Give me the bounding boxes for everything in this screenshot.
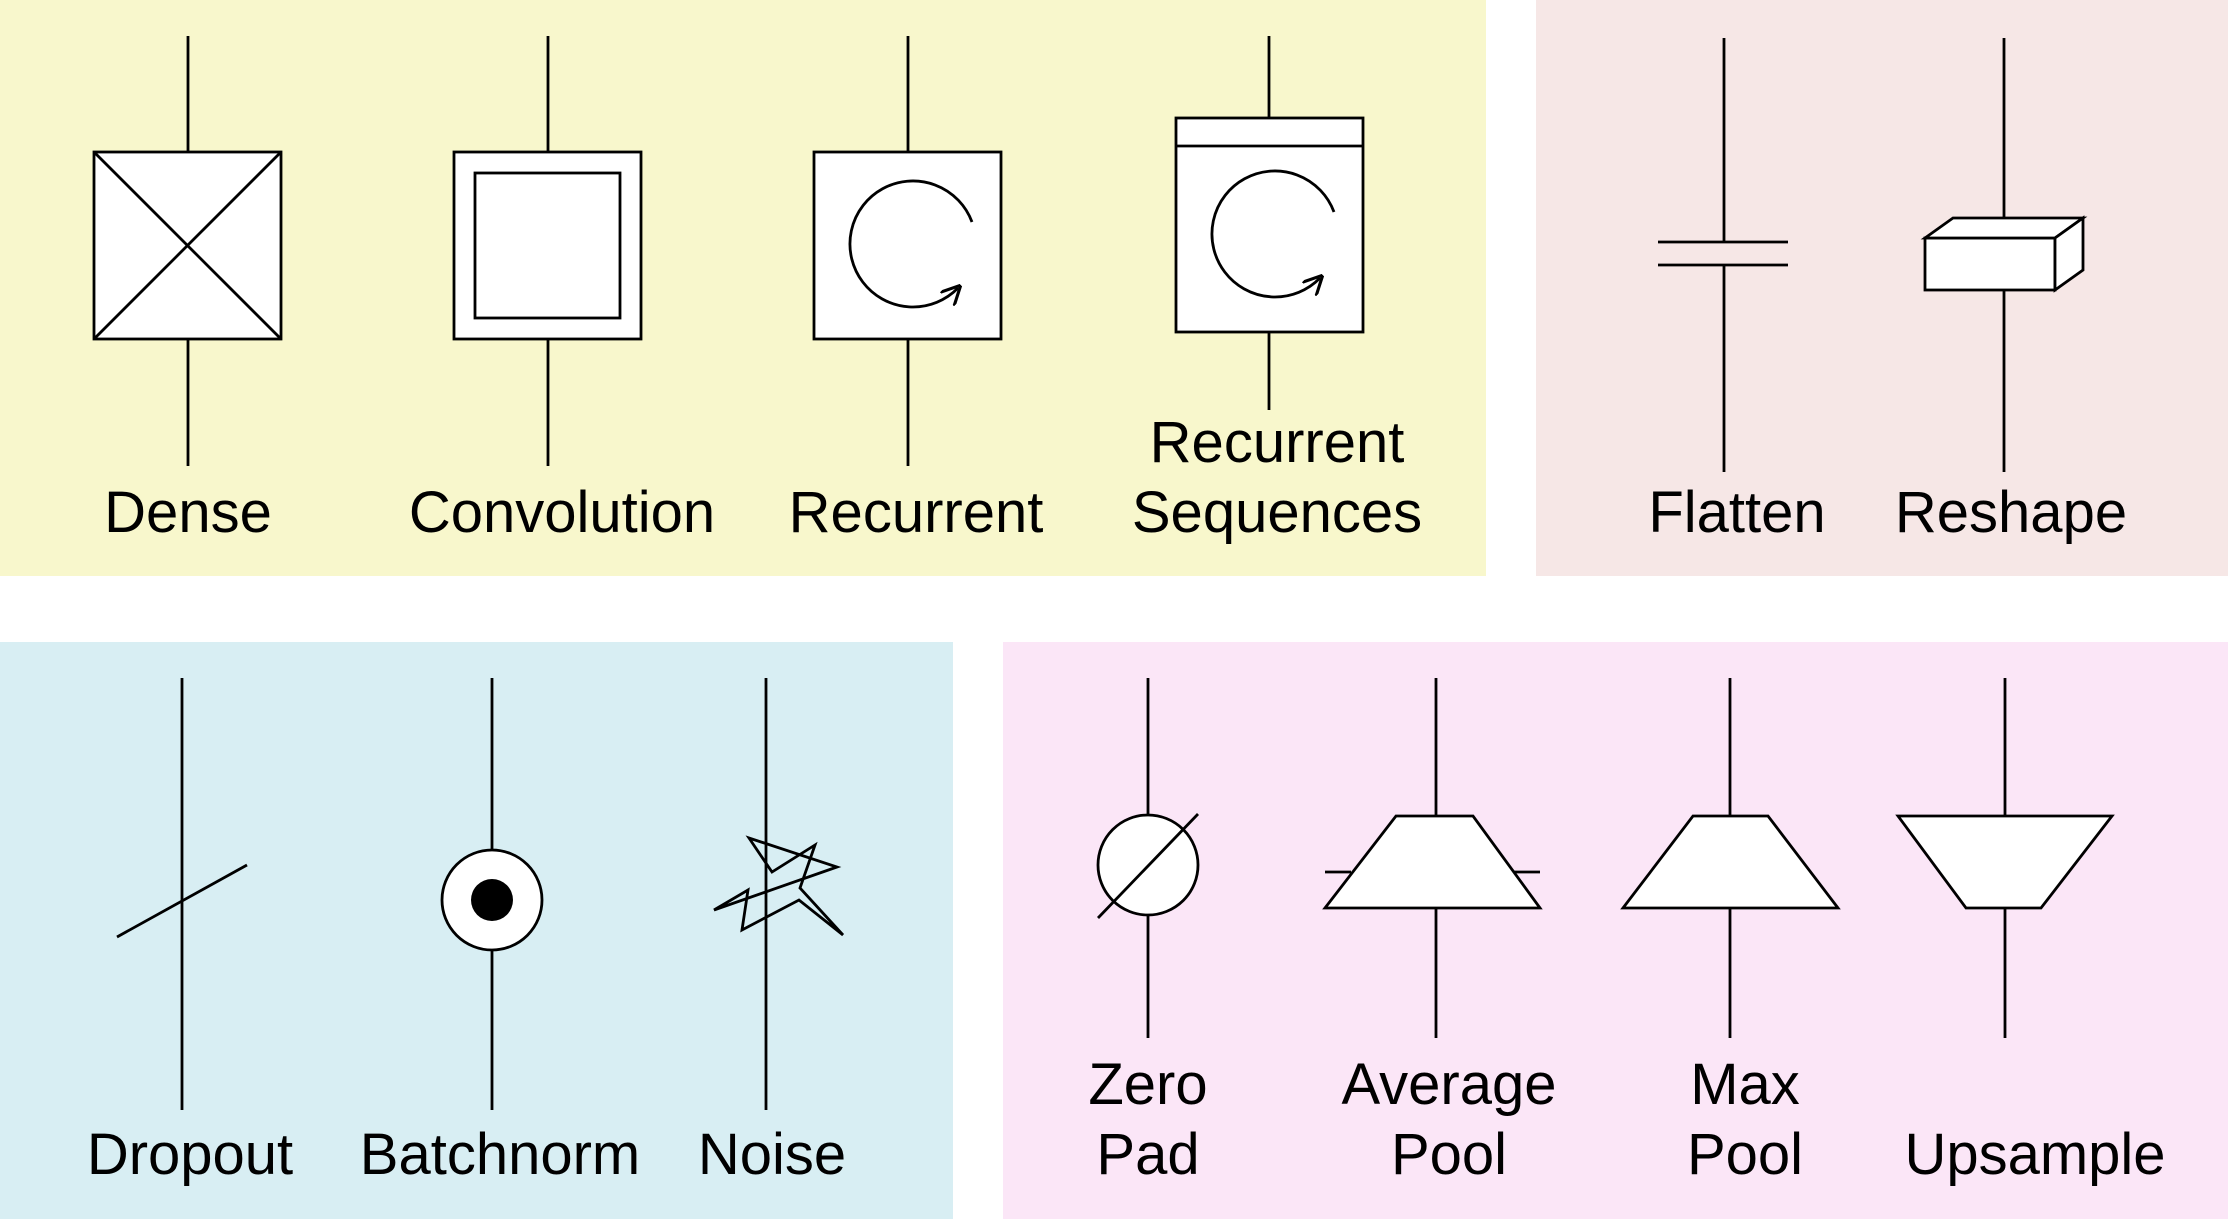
zero-pad-label-line1: Zero <box>1088 1052 1207 1117</box>
batchnorm-label: Batchnorm <box>360 1122 640 1187</box>
recurrent-sequences-label-line2: Sequences <box>1132 480 1422 545</box>
convolution-label: Convolution <box>409 480 715 545</box>
upsample-icon <box>1895 678 2115 1038</box>
dense-icon <box>92 36 283 466</box>
panel-shape-layers <box>1536 0 2228 576</box>
flatten-label: Flatten <box>1648 480 1825 545</box>
dropout-icon <box>116 678 248 1110</box>
recurrent-sequences-label-line1: Recurrent <box>1150 410 1405 475</box>
max-pool-label-line1: Max <box>1690 1052 1800 1117</box>
average-pool-label-line2: Pool <box>1391 1122 1507 1187</box>
reshape-icon <box>1920 38 2088 472</box>
flatten-icon <box>1658 38 1788 472</box>
zero-pad-label-line2: Pad <box>1096 1122 1199 1187</box>
batchnorm-icon <box>440 678 544 1110</box>
panel-pooling-layers <box>1003 642 2228 1219</box>
recurrent-sequences-icon <box>1174 36 1365 410</box>
noise-label: Noise <box>698 1122 846 1187</box>
upsample-label: Upsample <box>1904 1122 2165 1187</box>
average-pool-label-line1: Average <box>1342 1052 1557 1117</box>
recurrent-label: Recurrent <box>789 480 1044 545</box>
noise-icon <box>713 678 845 1110</box>
recurrent-icon <box>812 36 1003 466</box>
average-pool-icon <box>1322 678 1543 1038</box>
convolution-icon <box>452 36 643 466</box>
max-pool-label-line2: Pool <box>1687 1122 1803 1187</box>
max-pool-icon <box>1620 678 1841 1038</box>
reshape-label: Reshape <box>1895 480 2127 545</box>
dropout-label: Dropout <box>87 1122 293 1187</box>
dense-label: Dense <box>104 480 272 545</box>
zero-pad-icon <box>1096 678 1200 1038</box>
